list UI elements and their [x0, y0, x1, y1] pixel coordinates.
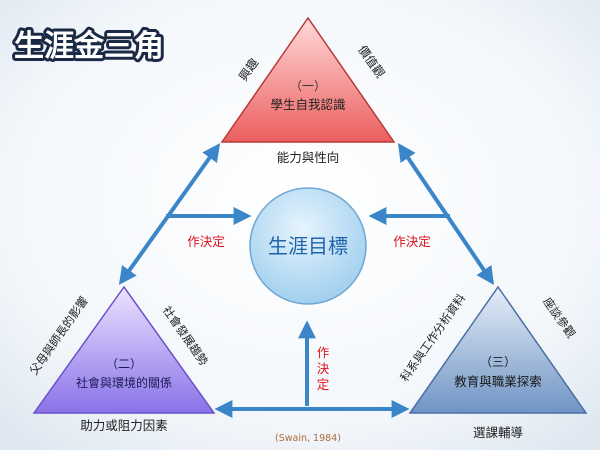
triangle-top-shape: [220, 16, 396, 143]
center-label: 生涯目標: [268, 234, 348, 258]
decision-bottom-char-2: 決: [317, 361, 330, 376]
top-bottom-label: 能力與性向: [277, 150, 340, 165]
left-number: （二）: [106, 357, 142, 371]
right-number: （三）: [480, 355, 516, 369]
title: 生涯金三角: [14, 29, 164, 64]
triangle-left-shape: [32, 285, 216, 414]
decision-right-label: 作決定: [393, 234, 431, 249]
title-outline: 生涯金三角: [14, 29, 164, 64]
title-block: 生涯金三角 生涯金三角: [11, 26, 167, 67]
decision-bottom-char-1: 作: [317, 345, 330, 360]
left-label: 社會與環境的關係: [76, 375, 172, 390]
triangle-right-shape: [408, 285, 588, 414]
right-label: 教育與職業探索: [454, 374, 542, 389]
arrows: [118, 143, 495, 418]
top-number: （一）: [290, 79, 326, 93]
decision-bottom-char-3: 定: [317, 377, 330, 392]
top-label: 學生自我認識: [270, 97, 345, 112]
decision-left-label: 作決定: [187, 234, 225, 249]
citation: (Swain, 1984): [275, 433, 341, 444]
career-goal-circle: 生涯目標: [249, 187, 367, 305]
decision-labels: 作決定 作決定 作 決 定: [187, 234, 431, 392]
center-circle-shape: [249, 187, 367, 305]
right-bottom-label: 選課輔導: [473, 425, 523, 440]
left-bottom-label: 助力或阻力因素: [80, 418, 168, 433]
